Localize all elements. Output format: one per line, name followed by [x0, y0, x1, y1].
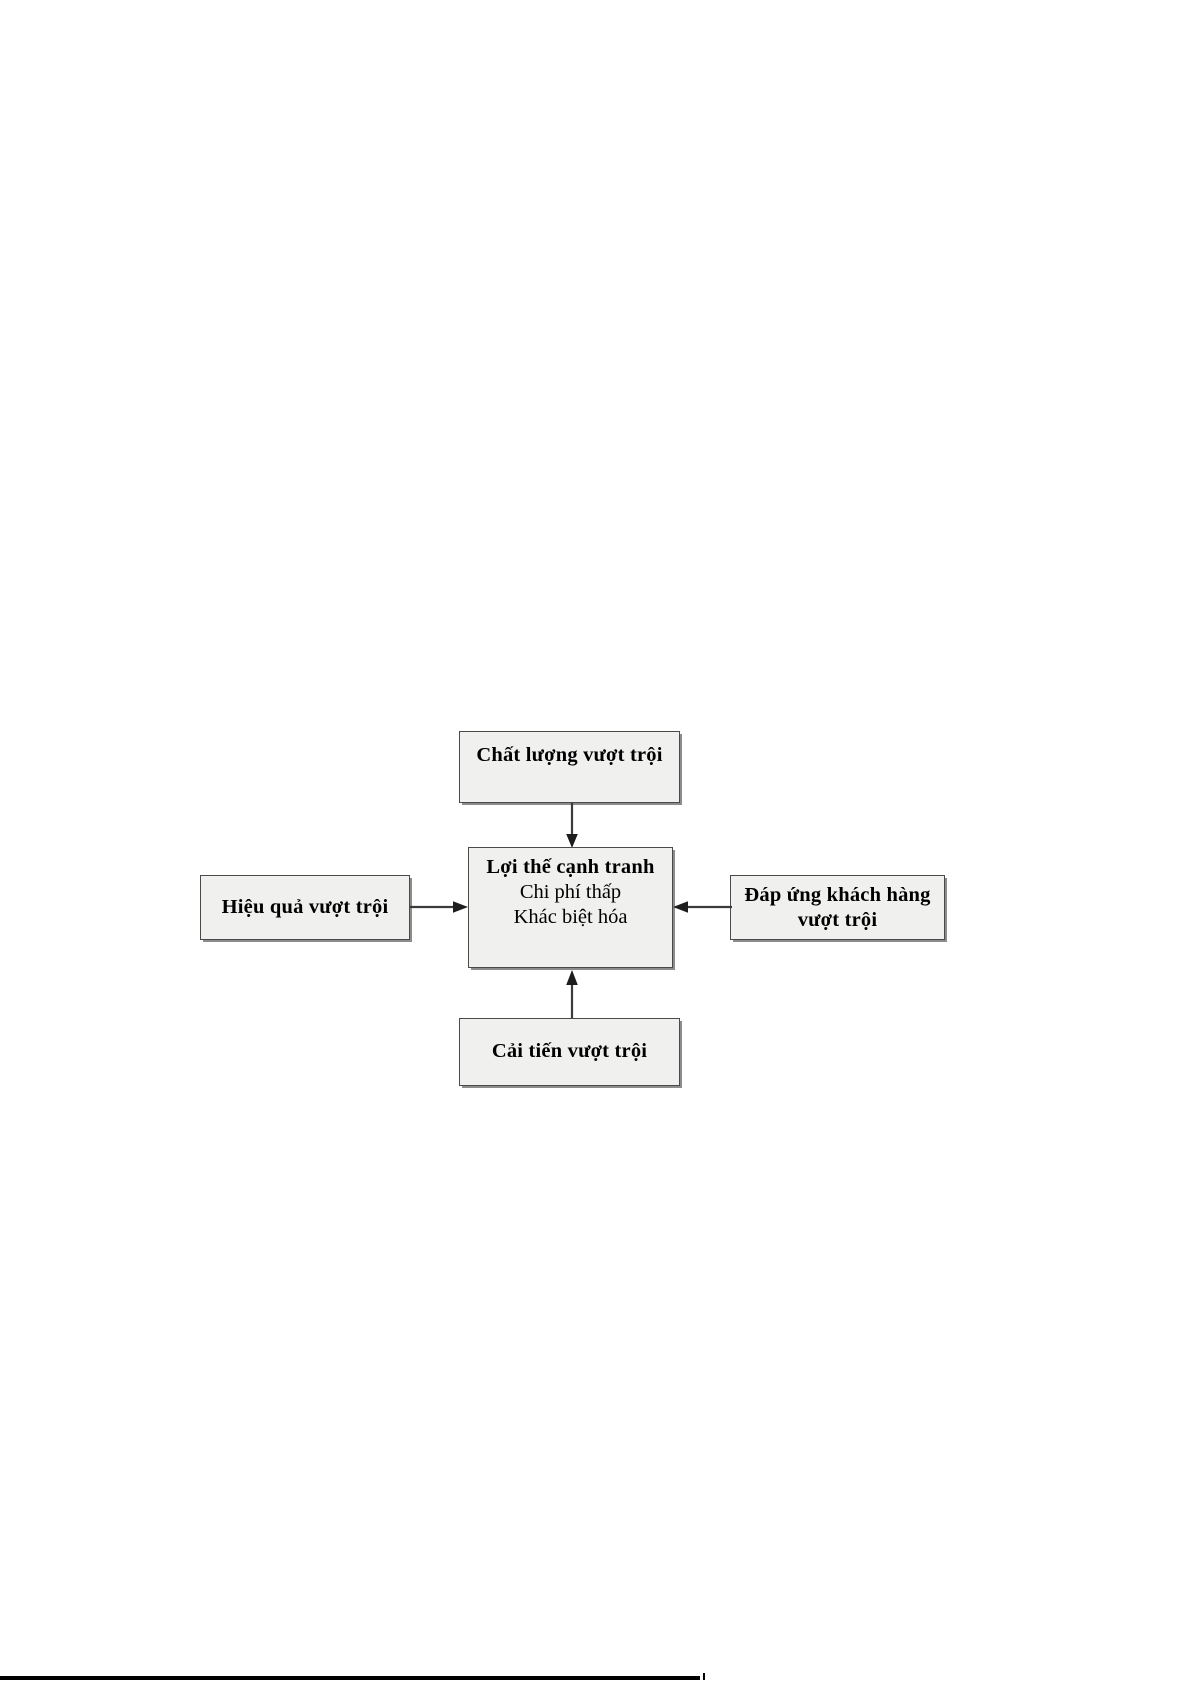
node-superior-customer-responsiveness-line1: Đáp ứng khách hàng — [744, 883, 931, 906]
arrow-left-to-center — [410, 897, 470, 917]
node-superior-customer-responsiveness[interactable]: Đáp ứng khách hàng vượt trội — [730, 875, 945, 940]
node-superior-efficiency-label: Hiệu quả vượt trội — [221, 895, 389, 918]
node-competitive-advantage-sub-low-cost: Chi phí thấp — [519, 880, 622, 903]
arrow-bottom-to-center — [562, 968, 582, 1020]
node-competitive-advantage-sub-differentiation: Khác biệt hóa — [513, 905, 628, 928]
node-competitive-advantage[interactable]: Lợi thế cạnh tranh Chi phí thấp Khác biệ… — [468, 847, 673, 968]
node-superior-innovation[interactable]: Cải tiến vượt trội — [459, 1018, 680, 1086]
node-superior-efficiency[interactable]: Hiệu quả vượt trội — [200, 875, 410, 940]
node-superior-quality-label: Chất lượng vượt trội — [476, 744, 663, 766]
arrow-right-to-center — [672, 897, 732, 917]
node-superior-innovation-label: Cải tiến vượt trội — [491, 1040, 648, 1063]
node-competitive-advantage-title: Lợi thế cạnh tranh — [486, 856, 655, 878]
arrow-top-to-center — [562, 803, 582, 849]
node-superior-quality[interactable]: Chất lượng vượt trội — [459, 731, 680, 803]
page-bottom-rule-tick — [703, 1673, 705, 1680]
node-superior-customer-responsiveness-line2: vượt trội — [797, 908, 878, 931]
page-bottom-rule — [0, 1676, 700, 1680]
